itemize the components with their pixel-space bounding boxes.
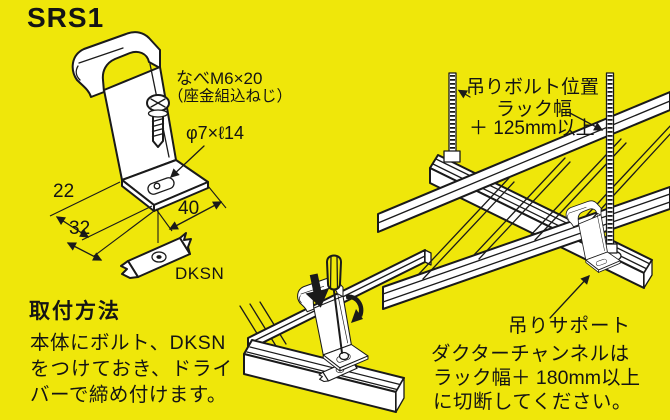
method-line-2: をつけておき、ドライ <box>30 358 234 380</box>
screwdriver-icon <box>326 254 343 354</box>
channel-note-line-3: に切断してください。 <box>433 391 632 413</box>
ducter-channel <box>243 339 405 413</box>
slot-leader-arrow <box>170 145 205 178</box>
screw-note-label: （座金組込ねじ） <box>168 88 293 105</box>
press-down-arrow-icon <box>305 273 329 308</box>
srs1-bracket-drawing <box>71 31 209 243</box>
screw-spec-label: なべM6×20 <box>176 69 263 88</box>
bolt-position-line-1: 吊りボルト位置 <box>466 77 600 98</box>
channel-note-line-1: ダクターチャンネルは <box>431 343 630 365</box>
hanger-rod-left <box>443 72 461 163</box>
clamp-name-label: DKSN <box>175 264 225 283</box>
rod-clamp-nut <box>443 150 461 163</box>
support-leader-arrow <box>549 274 590 319</box>
channel-note-line-2: ラック幅＋ 180mm以上 <box>433 367 640 389</box>
method-line-3: バーで締め付けます。 <box>30 384 227 406</box>
bolt-position-arrow-left <box>457 89 471 99</box>
method-heading: 取付方法 <box>29 300 121 323</box>
dim-width-label: 40 <box>178 198 200 219</box>
tightening-illustration <box>239 249 432 413</box>
rack-installation-illustration <box>377 72 670 319</box>
method-line-1: 本体にボルト、DKSN <box>30 332 226 354</box>
leader-arrows <box>457 89 604 319</box>
product-model-title: SRS1 <box>27 2 105 33</box>
pan-screw-icon <box>146 94 170 148</box>
rotate-arrow-icon <box>345 294 364 323</box>
screw-head-small <box>338 351 350 361</box>
support-label: 吊りサポート <box>508 315 632 337</box>
dim-front-label: 22 <box>53 181 75 202</box>
bolt-position-line-3: ＋ 125mm以上 <box>469 118 595 139</box>
bolt-position-line-2: ラック幅 <box>496 99 573 120</box>
bolt-position-arrow-right <box>567 111 604 131</box>
dimension-lines <box>49 145 227 261</box>
slot-spec-label: φ7×ℓ14 <box>186 123 245 143</box>
dim-total-label: 32 <box>69 218 91 239</box>
